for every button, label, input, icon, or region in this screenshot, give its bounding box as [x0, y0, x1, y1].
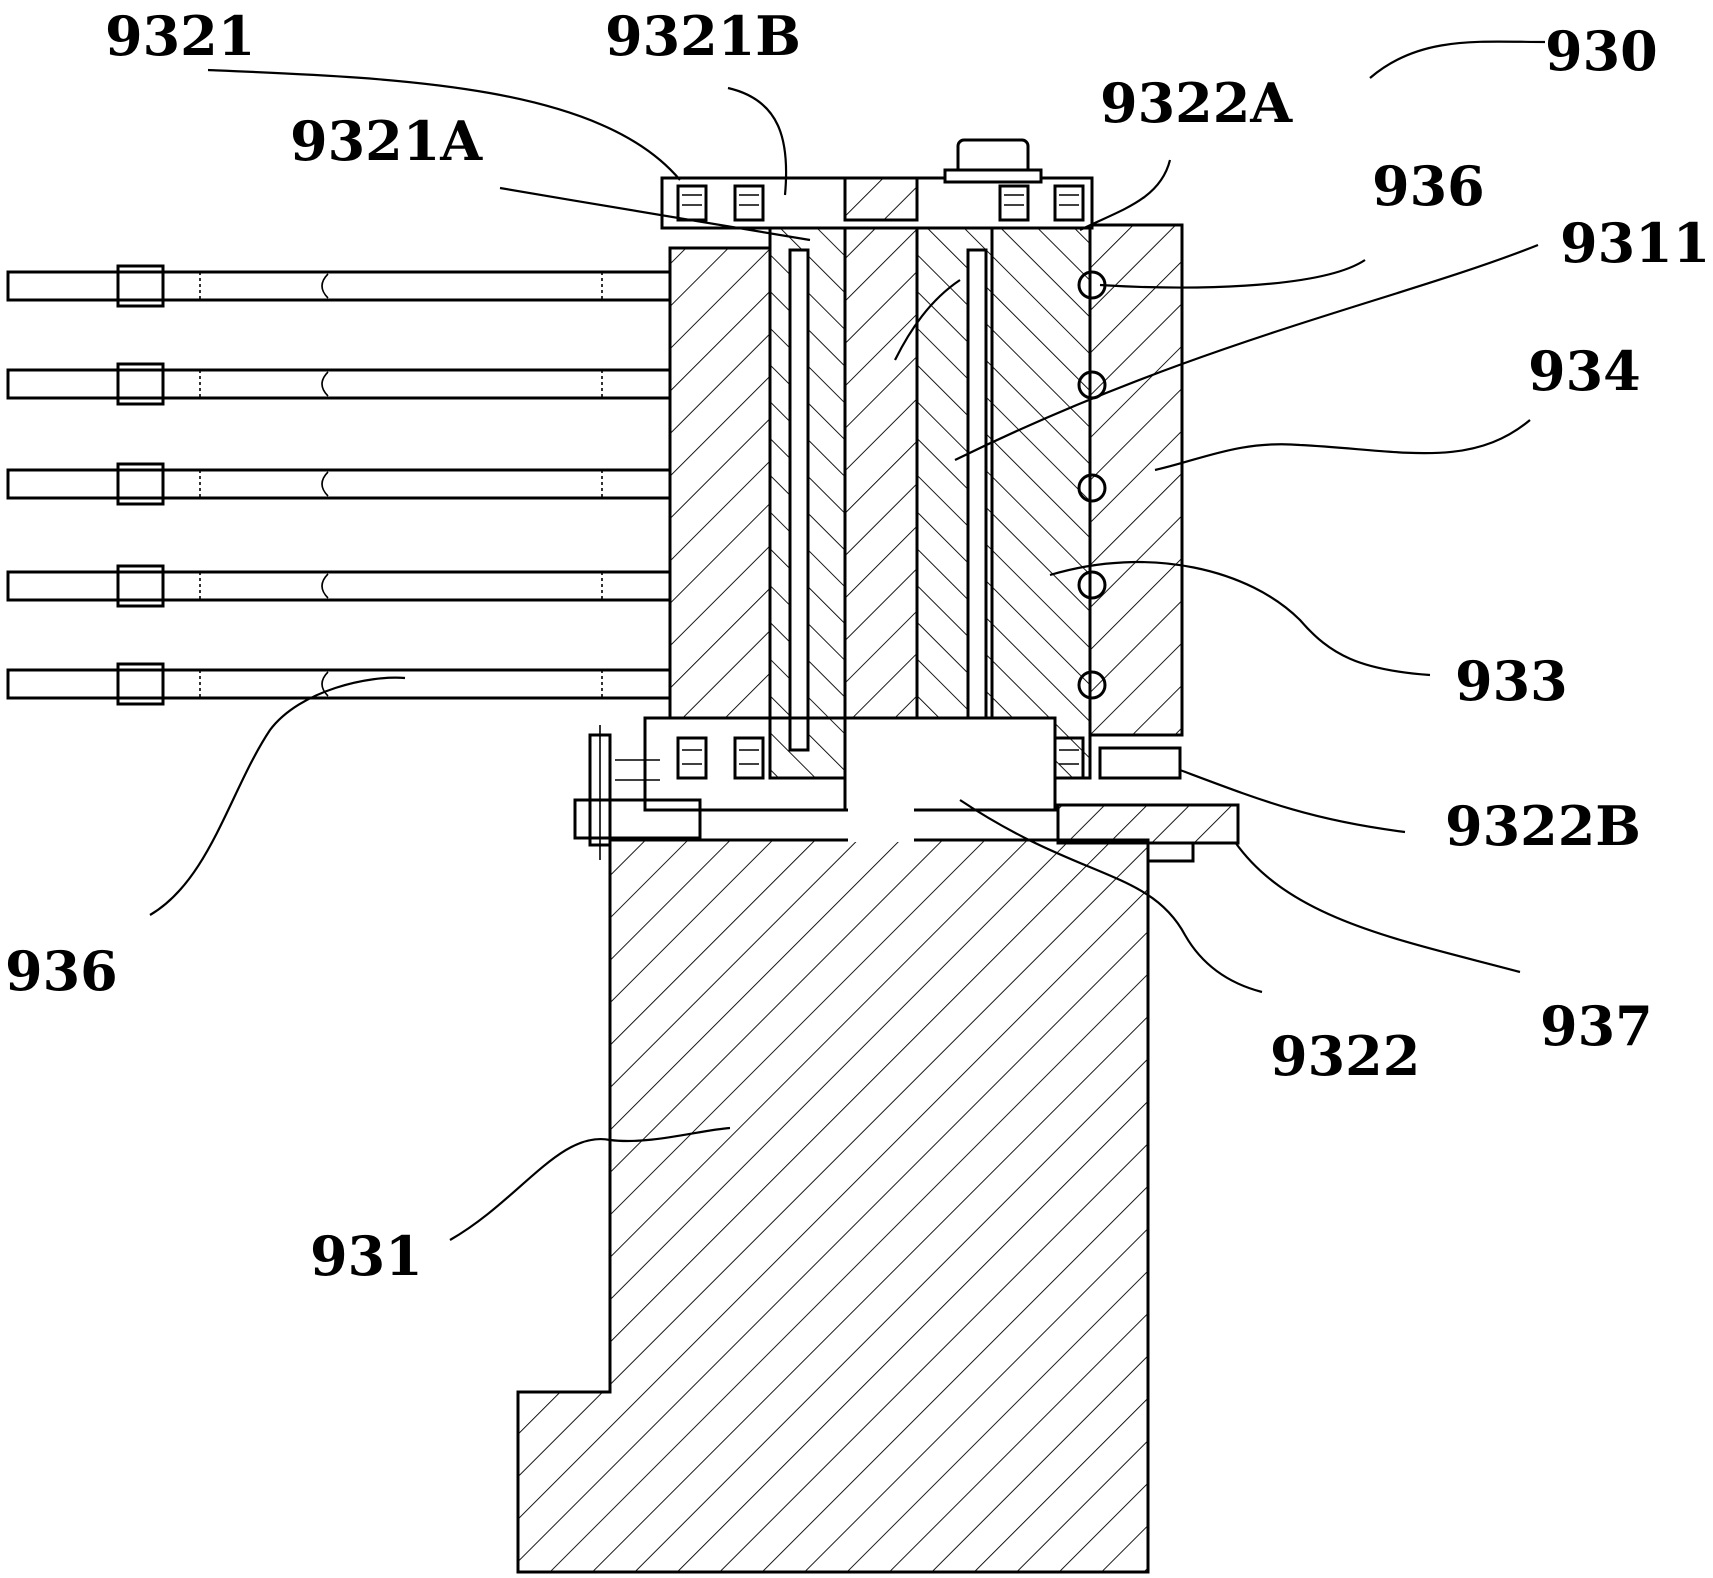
leader-9322B — [1179, 768, 1406, 834]
label-934: 934 — [1528, 339, 1641, 403]
bottom-right-plate — [1056, 803, 1240, 845]
leader-9322 — [959, 799, 1263, 994]
rod — [6, 564, 672, 608]
leader-936-top-inner — [894, 279, 961, 361]
rod — [6, 264, 672, 308]
leader-9311 — [954, 243, 1539, 461]
leader-933 — [1049, 560, 1431, 677]
part-labels: 930 9321 9321B 9321A 9322A 936 9311 934 … — [5, 4, 1710, 1288]
rod — [6, 362, 672, 406]
right-housing-block — [990, 216, 1092, 780]
right-channel — [966, 248, 988, 752]
label-936-left: 936 — [5, 939, 118, 1003]
leader-9322A — [1079, 159, 1172, 231]
base-body — [516, 838, 1150, 1574]
label-9321: 9321 — [105, 4, 255, 68]
bottom-right-bolt — [1146, 841, 1195, 863]
label-9322: 9322 — [1270, 1024, 1420, 1088]
top-knob-base — [943, 168, 1043, 184]
left-channel — [788, 248, 810, 752]
leader-936-left — [149, 676, 406, 916]
label-933: 933 — [1455, 649, 1568, 713]
label-930: 930 — [1545, 19, 1658, 83]
label-9322A: 9322A — [1100, 71, 1293, 135]
leader-9321A — [499, 186, 811, 242]
bottom-right-pad — [1098, 746, 1182, 780]
label-931: 931 — [310, 1224, 423, 1288]
left-housing-block — [668, 246, 772, 720]
label-9322B: 9322B — [1445, 794, 1641, 858]
outer-right-sleeve — [1088, 223, 1184, 737]
top-center-plug — [843, 176, 919, 222]
label-9311: 9311 — [1560, 211, 1710, 275]
leader-9321 — [207, 68, 681, 181]
rod — [6, 662, 672, 706]
label-936-top: 936 — [1372, 154, 1485, 218]
rods-group — [6, 264, 672, 706]
bottom-shaft-gap — [848, 722, 914, 842]
leader-lines — [149, 40, 1546, 1241]
leader-936-top — [1099, 259, 1366, 289]
label-9321B: 9321B — [605, 4, 801, 68]
central-shaft — [843, 178, 919, 804]
leader-934 — [1154, 419, 1531, 472]
leader-937 — [1234, 841, 1521, 974]
leader-930 — [1369, 40, 1546, 79]
label-937: 937 — [1540, 994, 1653, 1058]
label-9321A: 9321A — [290, 109, 483, 173]
leader-9321B — [727, 86, 788, 196]
leader-931 — [449, 1126, 731, 1241]
rod — [6, 462, 672, 506]
